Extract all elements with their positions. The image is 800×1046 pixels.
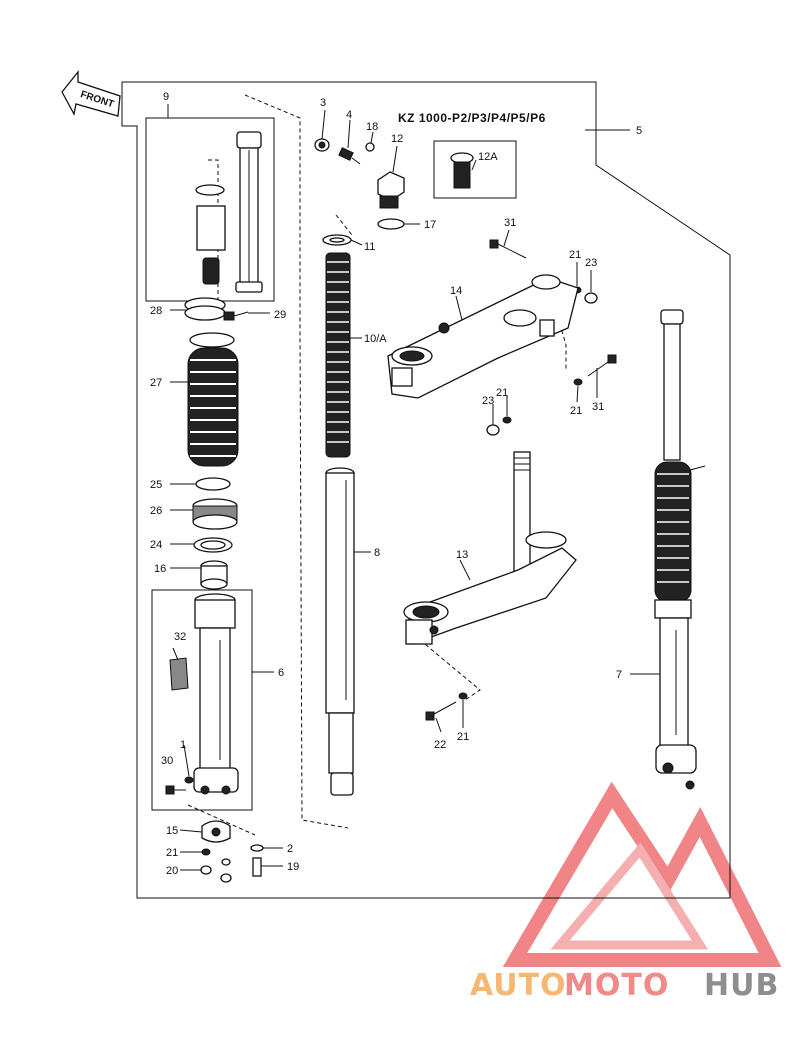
label-part-14: 14: [450, 285, 462, 297]
watermark-text: AUTO MOTO HUB: [470, 968, 779, 1003]
part-8-inner-tube: [325, 467, 355, 796]
watermark-logo-icon: [502, 781, 782, 967]
part-12a-top-plug: [450, 152, 474, 189]
label-part-21-middle: 21: [496, 387, 508, 399]
label-part-26: 26: [150, 505, 162, 517]
part-18-o-ring: [365, 142, 375, 152]
label-part-5: 5: [636, 125, 642, 137]
group-6-box: [151, 589, 253, 811]
label-part-21-upper: 21: [569, 249, 581, 261]
label-part-17: 17: [424, 219, 436, 231]
label-part-29: 29: [274, 309, 286, 321]
label-part-4: 4: [346, 109, 352, 121]
guide-line: [187, 804, 256, 836]
label-part-21-lower: 21: [457, 731, 469, 743]
label-part-18: 18: [366, 121, 378, 133]
guide-line: [208, 159, 219, 300]
watermark-moto: MOTO: [564, 968, 669, 1003]
part-25-circlip: [195, 477, 231, 491]
part-29-screw: [223, 311, 249, 321]
label-part-20: 20: [166, 865, 178, 877]
part-21-washer: [458, 692, 468, 700]
part-4-air-valve: [338, 147, 361, 165]
part-32-label: [169, 657, 189, 691]
part-7-fork-assembly-right: [654, 309, 706, 790]
label-part-13: 13: [456, 549, 468, 561]
label-part-32: 32: [174, 631, 186, 643]
label-part-31-upper: 31: [504, 217, 516, 229]
part-19-stud: [252, 857, 262, 877]
part-11-spacer: [322, 234, 352, 246]
watermark-hub: HUB: [704, 968, 779, 1003]
label-part-16: 16: [154, 563, 166, 575]
label-part-23-upper: 23: [585, 257, 597, 269]
part-20-nut: [200, 865, 212, 875]
label-part-22: 22: [434, 739, 446, 751]
label-part-28: 28: [150, 305, 162, 317]
part-12-top-plug: [377, 171, 405, 209]
label-part-25: 25: [150, 479, 162, 491]
guide-line: [335, 214, 353, 236]
label-part-8: 8: [374, 547, 380, 559]
part-6-outer-tube-left: [193, 593, 239, 795]
label-part-21-right: 21: [570, 405, 582, 417]
part-30-drain-screw: [165, 785, 186, 795]
part-16-bushing: [200, 560, 228, 590]
guide-line: [555, 309, 567, 370]
part-1-gasket: [184, 776, 194, 784]
diagram-frame: [121, 81, 731, 899]
label-part-27: 27: [150, 377, 162, 389]
front-arrow-icon: FRONT: [61, 70, 121, 117]
model-title: KZ 1000-P2/P3/P4/P5/P6: [398, 111, 546, 125]
part-15-axle-clamp: [201, 820, 231, 843]
leader-lines: [167, 104, 660, 871]
guide-line: [419, 639, 481, 701]
part-27-dust-boot: [187, 332, 239, 467]
label-part-12a: 12A: [478, 151, 498, 163]
label-part-30: 30: [161, 755, 173, 767]
label-part-12: 12: [391, 133, 403, 145]
label-part-23-middle: 23: [482, 395, 494, 407]
part-10a-fork-spring: [325, 252, 351, 458]
label-part-11: 11: [364, 241, 375, 253]
part-22-bolt: [425, 701, 457, 721]
watermark-auto: AUTO: [470, 968, 567, 1003]
label-part-15: 15: [166, 825, 178, 837]
part-17-o-ring: [377, 218, 405, 230]
label-part-24: 24: [150, 539, 162, 551]
label-part-3: 3: [320, 97, 326, 109]
part-31-bolt-upper: [489, 239, 527, 259]
label-part-6: 6: [278, 667, 284, 679]
label-part-2: 2: [287, 843, 293, 855]
label-part-7: 7: [616, 669, 622, 681]
label-part-9: 9: [163, 91, 169, 103]
part-31-bolt-lower: [587, 354, 617, 377]
label-part-19: 19: [287, 861, 299, 873]
label-part-1: 1: [180, 739, 186, 751]
inset-12a-box: [433, 140, 517, 199]
guide-line: [244, 94, 349, 829]
part-14-upper-bracket: [387, 274, 579, 399]
part-21-washer: [201, 848, 211, 856]
part-13-steering-stem: [403, 451, 577, 645]
part-2-washer: [250, 844, 264, 852]
part-number-labels: 9 3 4 18 12 5 12A 17 31 11 21 23 14 28 2…: [150, 91, 642, 877]
part-3-cap: [314, 138, 330, 152]
part-26-oil-seal: [192, 498, 238, 530]
label-part-10a: 10/A: [364, 333, 387, 345]
part-9-damper-rod: [195, 131, 263, 293]
part-21-washer: [573, 378, 583, 386]
label-part-21-bottom: 21: [166, 847, 178, 859]
part-23-nut: [584, 292, 598, 304]
label-part-31-lower: 31: [592, 401, 604, 413]
